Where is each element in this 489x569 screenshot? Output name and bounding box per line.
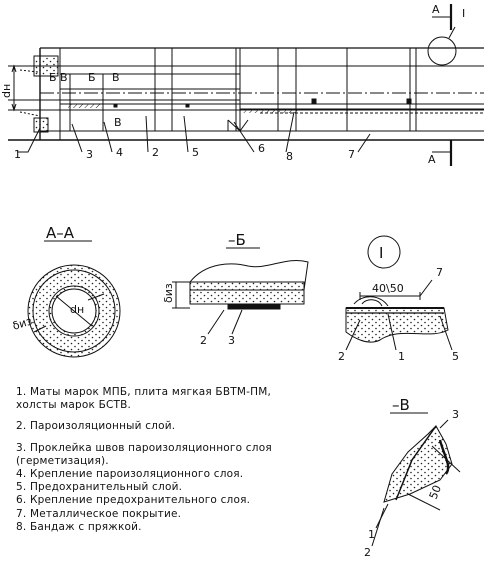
legend-item: 5. Предохранительный слой.: [16, 481, 183, 494]
callout-8: 8: [286, 150, 293, 163]
section-a-view: [27, 264, 121, 358]
cut-mark-b-2: Б: [88, 71, 96, 84]
detail-marker: I: [462, 7, 465, 20]
legend-item: 3. Проклейка швов пароизоляционного слоя: [16, 441, 272, 454]
callout-7: 7: [348, 148, 355, 161]
view-v-callout-2: 2: [364, 546, 371, 559]
detail-i-drawing: [345, 279, 453, 351]
view-v-callout-1: 1: [368, 528, 375, 541]
cut-mark-v-2: В: [112, 71, 120, 84]
callout-5: 5: [192, 146, 199, 159]
cut-mark-b-1: Б: [49, 71, 57, 84]
detail-callout-1: 1: [398, 350, 405, 363]
legend-item: 8. Бандаж с пряжкой.: [16, 520, 142, 533]
main-elevation: [8, 47, 484, 141]
view-b-drawing: [172, 260, 309, 335]
section-thickness-label: δиз: [11, 314, 34, 333]
view-v-title: –В: [392, 396, 410, 414]
detail-overlap-label: 40\50: [372, 282, 404, 295]
view-b-thickness-label: δиз: [162, 283, 175, 303]
main-callouts: 1 3 4 2 5 6 8 7: [14, 142, 355, 163]
view-b-callout-2: 2: [200, 334, 207, 347]
main-leaders: [18, 111, 371, 153]
callout-2: 2: [152, 146, 159, 159]
section-a-title: А–А: [46, 224, 75, 242]
view-v-overlap-label: 50: [427, 483, 444, 501]
callout-4: 4: [116, 146, 123, 159]
section-diameter-label: dн: [70, 303, 84, 316]
main-diameter-dimension: [11, 64, 41, 117]
section-marker-top: А: [432, 3, 440, 16]
cut-mark-v-1: В: [60, 71, 68, 84]
detail-callout-5: 5: [452, 350, 459, 363]
legend-item: 4. Крепление пароизоляционного слоя.: [16, 468, 244, 481]
detail-callout-7: 7: [436, 266, 443, 279]
detail-i-circle: [367, 235, 401, 269]
legend-item: (герметизация).: [16, 454, 109, 467]
detail-callout-2: 2: [338, 350, 345, 363]
legend-item: 6. Крепление предохранительного слоя.: [16, 494, 251, 507]
cut-mark-v-3: В: [114, 116, 122, 129]
view-v-callout-3: 3: [452, 408, 459, 421]
legend-list: 1. Маты марок МПБ, плита мягкая БВТМ-ПМ,…: [16, 386, 346, 534]
legend-item: 2. Пароизоляционный слой.: [16, 420, 176, 433]
callout-1: 1: [14, 148, 21, 161]
legend-item: холсты марок БСТВ.: [16, 399, 132, 412]
section-cut-plane: [427, 4, 457, 166]
cut-marks: Б Б В В В: [49, 71, 122, 129]
view-v-drawing: [371, 419, 461, 547]
callout-6: 6: [258, 142, 265, 155]
view-b-title: –Б: [228, 231, 246, 249]
detail-i-title: I: [379, 244, 383, 262]
view-b-callout-3: 3: [228, 334, 235, 347]
section-marker-bottom: А: [428, 153, 436, 166]
callout-3: 3: [86, 148, 93, 161]
main-diameter-label: dн: [0, 84, 13, 98]
legend-item: 1. Маты марок МПБ, плита мягкая БВТМ-ПМ,: [16, 386, 271, 398]
legend-item: 7. Металлическое покрытие.: [16, 507, 182, 520]
